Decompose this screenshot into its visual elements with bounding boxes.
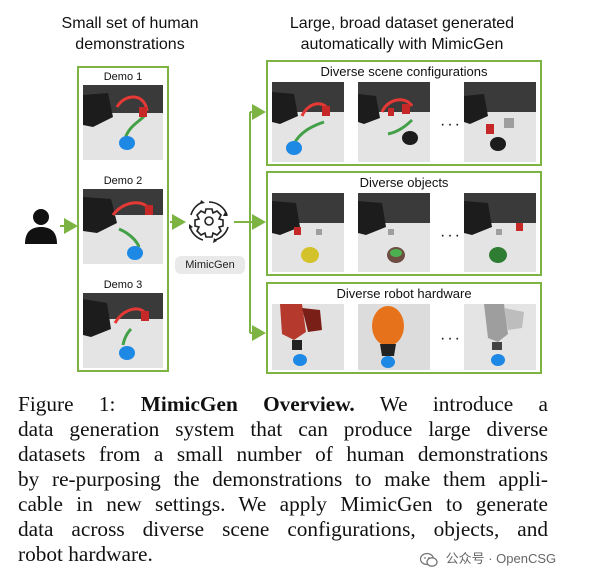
arrow-engine-branch	[234, 112, 251, 333]
caption-bold-title: MimicGen Overview.	[140, 392, 355, 416]
scene-config-image-1	[272, 82, 344, 162]
robot-image-1	[272, 304, 344, 370]
left-heading: Small set of human demonstrations	[30, 13, 230, 55]
caption-line-7: robot hardware.	[18, 542, 153, 566]
section-title-objects: Diverse objects	[359, 175, 449, 190]
object-image-1	[272, 193, 344, 272]
objects-ellipsis: ···	[440, 227, 462, 244]
caption-line-6: data across diverse scene configurations…	[18, 517, 548, 541]
object-image-3	[464, 193, 536, 272]
caption-line-5: cable in new settings. We apply MimicGen…	[18, 492, 548, 516]
demo-label-1: Demo 1	[103, 71, 143, 83]
objects-panel: Diverse objects ···	[266, 171, 542, 276]
robot-image-3	[464, 304, 536, 370]
mimicgen-badge: MimicGen	[175, 256, 245, 274]
gear-icon	[189, 200, 229, 243]
scene-configurations-panel: Diverse scene configurations ···	[266, 60, 542, 166]
robot-ellipsis: ···	[440, 330, 462, 347]
caption-line-2: data generation system that can produce …	[18, 417, 548, 441]
object-image-2	[358, 193, 430, 272]
human-demos-panel: Demo 1 Demo 2 Demo 3	[77, 66, 169, 372]
person-icon	[25, 209, 57, 244]
robot-hardware-panel: Diverse robot hardware ···	[266, 282, 542, 374]
demo-image-3	[83, 293, 163, 368]
scene-config-image-3	[464, 82, 536, 162]
demo-image-2	[83, 189, 163, 264]
watermark: 公众号 · OpenCSG	[420, 549, 556, 569]
left-heading-text: Small set of human demonstrations	[61, 15, 199, 53]
caption-label: Figure 1:	[18, 392, 116, 416]
scene-config-image-2	[358, 82, 430, 162]
scene-config-ellipsis: ···	[440, 116, 462, 133]
right-heading-text: Large, broad dataset generated automatic…	[289, 15, 515, 53]
demo-image-1	[83, 85, 163, 160]
robot-image-2	[358, 304, 430, 370]
demo-label-3: Demo 3	[103, 279, 143, 291]
section-title-robot-hardware: Diverse robot hardware	[336, 286, 472, 301]
figure-caption: Figure 1: MimicGen Overview. We introduc…	[18, 392, 548, 567]
wechat-icon	[420, 552, 438, 567]
caption-line-3: datasets from a small number of human de…	[18, 442, 548, 466]
watermark-text: 公众号 · OpenCSG	[445, 551, 557, 566]
right-heading: Large, broad dataset generated automatic…	[262, 13, 542, 55]
section-title-scene-configurations: Diverse scene configurations	[320, 64, 488, 79]
caption-line-1: We introduce a	[379, 392, 549, 416]
demo-label-2: Demo 2	[103, 175, 143, 187]
caption-line-4: by re-purposing the demonstrations to ma…	[18, 467, 548, 491]
